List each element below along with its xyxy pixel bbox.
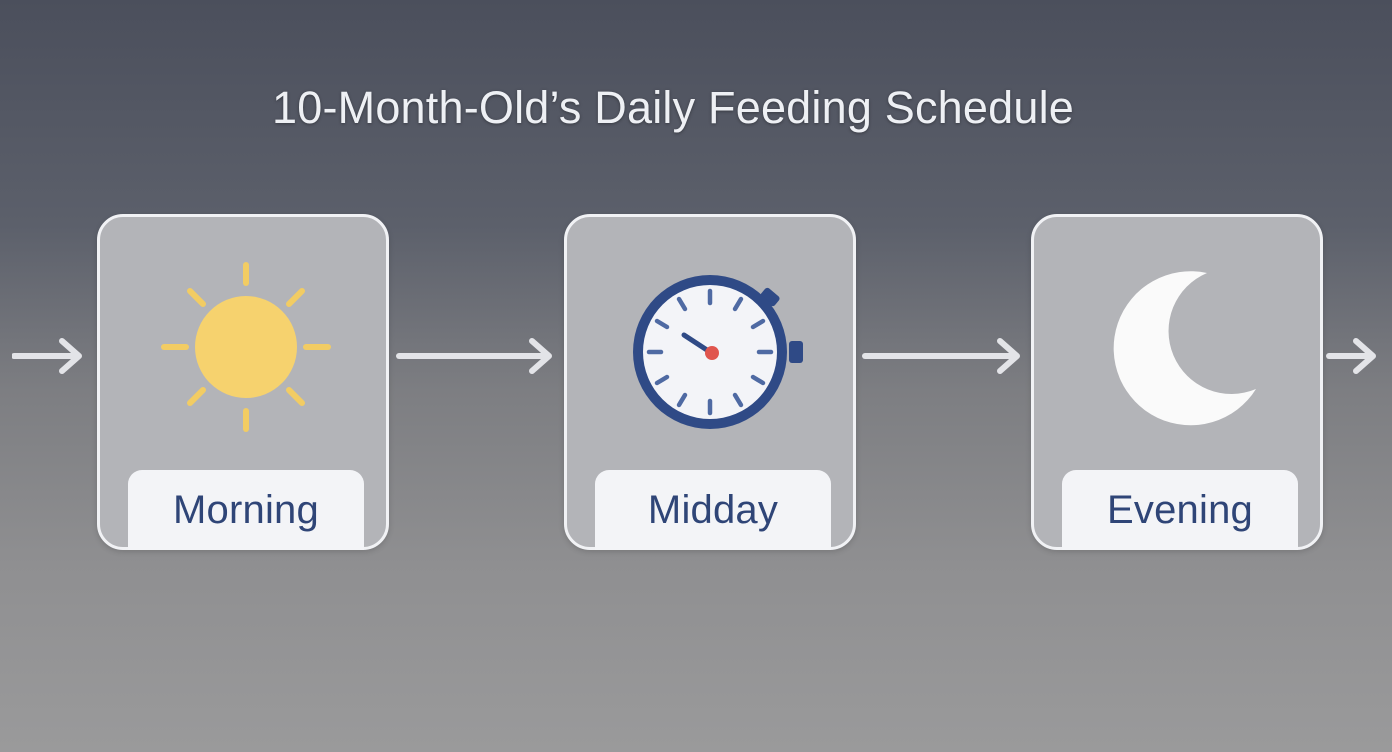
- stage-card-morning: Morning: [97, 214, 389, 550]
- stage-card-evening: Evening: [1031, 214, 1323, 550]
- stage-label-evening: Evening: [1062, 470, 1298, 550]
- sun-icon: [161, 262, 331, 432]
- arrow-icon: [396, 338, 552, 374]
- stage-label-midday: Midday: [595, 470, 831, 550]
- clock-icon: [633, 275, 803, 429]
- arrow-icon: [1326, 338, 1376, 374]
- stage-card-midday: Midday: [564, 214, 856, 550]
- moon-icon: [1113, 271, 1256, 426]
- arrow-icon: [862, 338, 1020, 374]
- arrow-icon: [12, 338, 82, 374]
- diagram-title: 10-Month-Old’s Daily Feeding Schedule: [272, 82, 1074, 133]
- stage-label-morning: Morning: [128, 470, 364, 550]
